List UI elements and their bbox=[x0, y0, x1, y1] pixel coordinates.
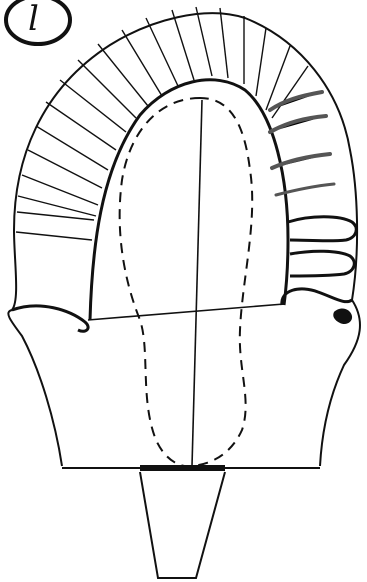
right-lobe bbox=[282, 289, 352, 305]
dashed-inner-outline bbox=[120, 98, 253, 466]
right-finger-lobes bbox=[288, 217, 356, 276]
left-lobe bbox=[12, 306, 88, 331]
vertical-midline bbox=[192, 100, 202, 466]
dark-spot bbox=[333, 309, 352, 325]
arch-segment-lines bbox=[16, 7, 308, 240]
transverse-line bbox=[88, 304, 284, 320]
stem-outline bbox=[140, 472, 225, 578]
figure-label: l bbox=[28, 2, 39, 36]
